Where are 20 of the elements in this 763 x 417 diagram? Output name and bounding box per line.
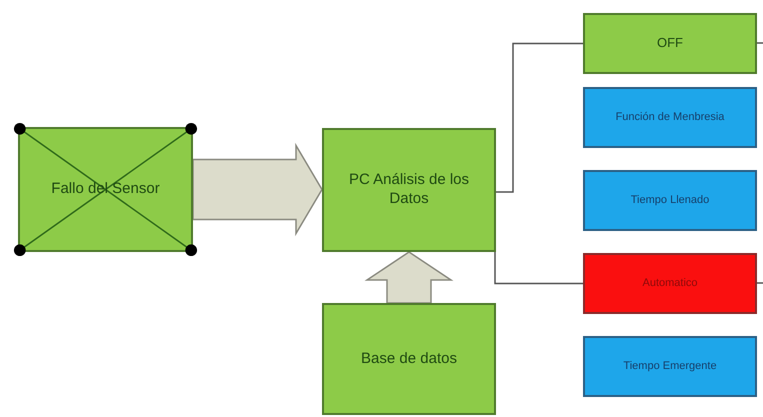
process-box xyxy=(583,336,757,397)
connector-line xyxy=(757,282,763,284)
process-box xyxy=(322,303,496,415)
box-label: Base de datos xyxy=(361,350,457,368)
box-label: Automatico xyxy=(642,276,698,290)
connector-line xyxy=(496,42,583,193)
block-arrow xyxy=(364,251,454,304)
box-label: Tiempo Llenado xyxy=(630,194,710,208)
block-arrow xyxy=(192,142,323,236)
process-box xyxy=(583,13,757,74)
box-label: PC Análisis de los Datos xyxy=(348,171,470,209)
box-label: OFF xyxy=(657,35,683,52)
process-box xyxy=(322,128,496,252)
box-label: Tiempo Emergente xyxy=(623,360,717,374)
process-box xyxy=(583,170,757,231)
connector-line xyxy=(757,42,763,44)
connector-line xyxy=(494,252,583,284)
box-label: Función de Menbresia xyxy=(616,110,724,124)
process-box xyxy=(583,87,757,148)
process-box xyxy=(583,253,757,314)
